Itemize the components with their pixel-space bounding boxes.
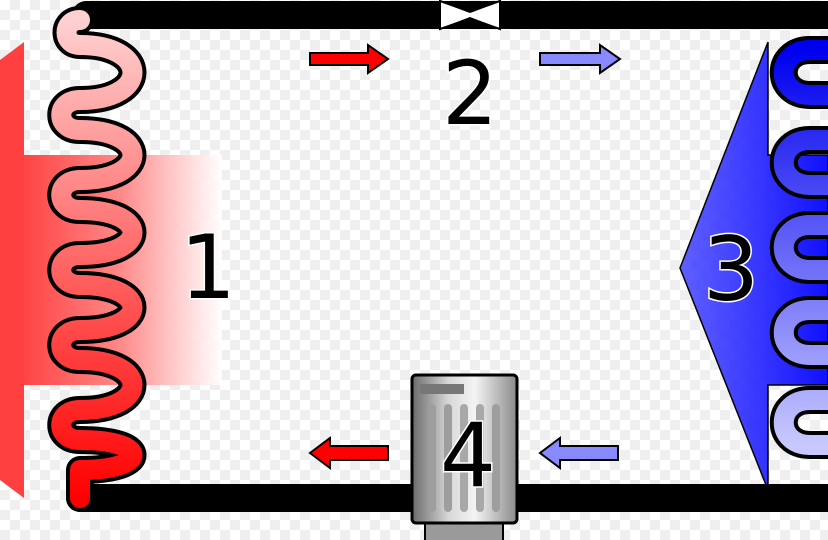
heat-out-arrowhead — [0, 42, 24, 498]
label-compressor: 4 — [440, 404, 496, 507]
flow-arrow-hot-left — [308, 436, 389, 470]
flow-arrow-hot-right — [309, 43, 390, 75]
condenser-coil — [51, 10, 143, 508]
label-expansion-valve: 2 — [442, 42, 498, 145]
label-condenser: 1 — [180, 216, 236, 319]
flow-arrow-cold-left — [538, 436, 619, 470]
expansion-valve — [439, 0, 501, 31]
flow-arrow-cold-right — [539, 43, 622, 75]
label-evaporator: 3 — [703, 218, 759, 321]
compressor — [410, 373, 519, 540]
evaporator-coil — [773, 40, 828, 455]
